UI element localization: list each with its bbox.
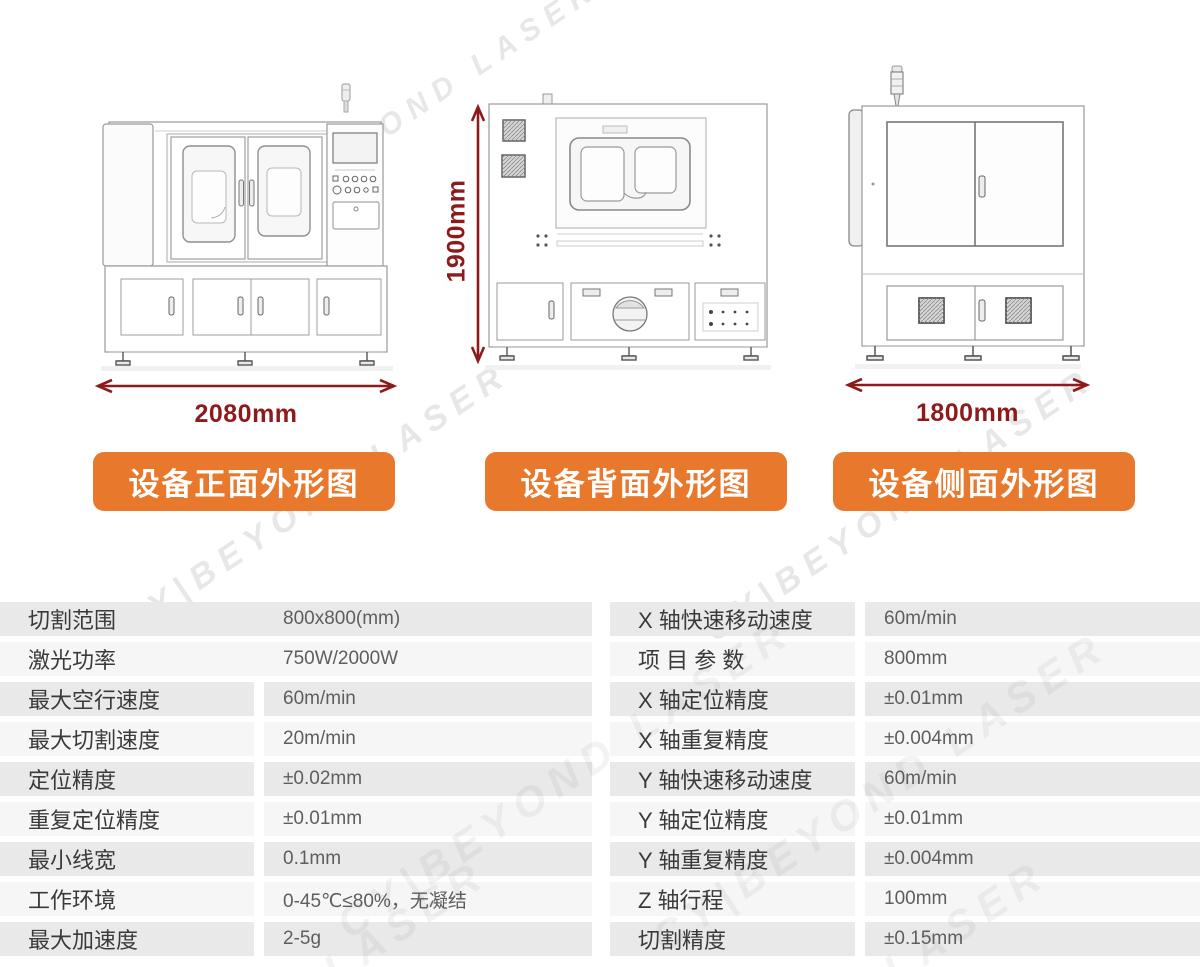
spec-table-right: X 轴快速移动速度 60m/min 项 目 参 数 800mm X 轴定位精度 ±0.01… [610,602,1200,962]
spec-label: X 轴快速移动速度 [610,602,855,636]
spec-label: Y 轴快速移动速度 [610,762,855,796]
spec-row: 最大切割速度 20m/min [0,722,592,756]
spec-label: 切割精度 [610,922,855,956]
spec-value: ±0.01mm [264,802,592,836]
spec-label: 激光功率 [0,642,264,676]
spec-label: X 轴定位精度 [610,682,855,716]
spec-value: 0.1mm [264,842,592,876]
side-width-dimension: 1800mm [844,377,1091,428]
spec-label: 重复定位精度 [0,802,254,836]
spec-row: 切割精度 ±0.15mm [610,922,1200,956]
spec-label: 定位精度 [0,762,254,796]
front-view-caption-button[interactable]: 设备正面外形图 [93,452,395,511]
spec-value: 100mm [865,882,1200,916]
dimension-label: 1800mm [915,399,1020,427]
back-view-caption-button[interactable]: 设备背面外形图 [485,452,787,511]
exhaust-port-icon [542,93,553,105]
vent-icon [501,119,526,178]
spec-value: ±0.02mm [264,762,592,796]
spec-value: 2-5g [264,922,592,956]
bolt-dots-icon [536,234,721,247]
dimension-label: 1900mm [442,179,471,283]
spec-row: Y 轴快速移动速度 60m/min [610,762,1200,796]
spec-label: 最大加速度 [0,922,254,956]
spec-value: ±0.01mm [865,682,1200,716]
spec-value: ±0.004mm [865,842,1200,876]
spec-row: 最大空行速度 60m/min [0,682,592,716]
spec-value: 20m/min [264,722,592,756]
horizontal-arrow-icon [844,377,1091,393]
spec-label: 最大空行速度 [0,682,254,716]
spec-value: ±0.01mm [865,802,1200,836]
spec-label: 项 目 参 数 [610,642,855,676]
spec-row: Y 轴定位精度 ±0.01mm [610,802,1200,836]
spec-value: ±0.004mm [865,722,1200,756]
spec-row: 重复定位精度 ±0.01mm [0,802,592,836]
spec-value: 60m/min [264,682,592,716]
front-width-dimension: 2080mm [94,378,398,429]
spec-value: 800x800(mm) [264,602,592,636]
vent-icon [918,297,1032,324]
control-buttons-icon [332,175,379,195]
spec-value: ±0.15mm [865,922,1200,956]
spec-label: Z 轴行程 [610,882,855,916]
spec-label: Y 轴定位精度 [610,802,855,836]
spec-row: 最大加速度 2-5g [0,922,592,956]
spec-label: X 轴重复精度 [610,722,855,756]
horizontal-arrow-icon [94,378,398,394]
spec-row: Z 轴行程 100mm [610,882,1200,916]
spec-row: X 轴重复精度 ±0.004mm [610,722,1200,756]
spec-value: 750W/2000W [264,642,592,676]
spec-label: 切割范围 [0,602,264,636]
connector-dots-icon [709,310,749,326]
fan-icon [612,296,648,332]
spec-row: X 轴快速移动速度 60m/min [610,602,1200,636]
spec-label: 工作环境 [0,882,254,916]
signal-tower-icon [341,83,351,113]
spec-value: 0-45℃≤80%，无凝结 [264,882,592,916]
back-view-drawing [485,93,771,370]
side-view-caption-button[interactable]: 设备侧面外形图 [833,452,1135,511]
spec-row: 项 目 参 数 800mm [610,642,1200,676]
dimension-label: 2080mm [194,400,298,428]
spec-value: 800mm [865,642,1200,676]
spec-label: 最小线宽 [0,842,254,876]
spec-row: 最小线宽 0.1mm [0,842,592,876]
spec-label: Y 轴重复精度 [610,842,855,876]
spec-value: 60m/min [865,762,1200,796]
spec-label: 最大切割速度 [0,722,254,756]
spec-row: 定位精度 ±0.02mm [0,762,592,796]
spec-row: 工作环境 0-45℃≤80%，无凝结 [0,882,592,916]
vertical-arrow-icon [470,103,486,365]
spec-value: 60m/min [865,602,1200,636]
side-view-drawing [848,65,1085,369]
back-height-dimension [470,103,486,369]
signal-tower-icon [890,65,904,107]
front-view-drawing [101,83,393,371]
spec-row: Y 轴重复精度 ±0.004mm [610,842,1200,876]
spec-row: X 轴定位精度 ±0.01mm [610,682,1200,716]
